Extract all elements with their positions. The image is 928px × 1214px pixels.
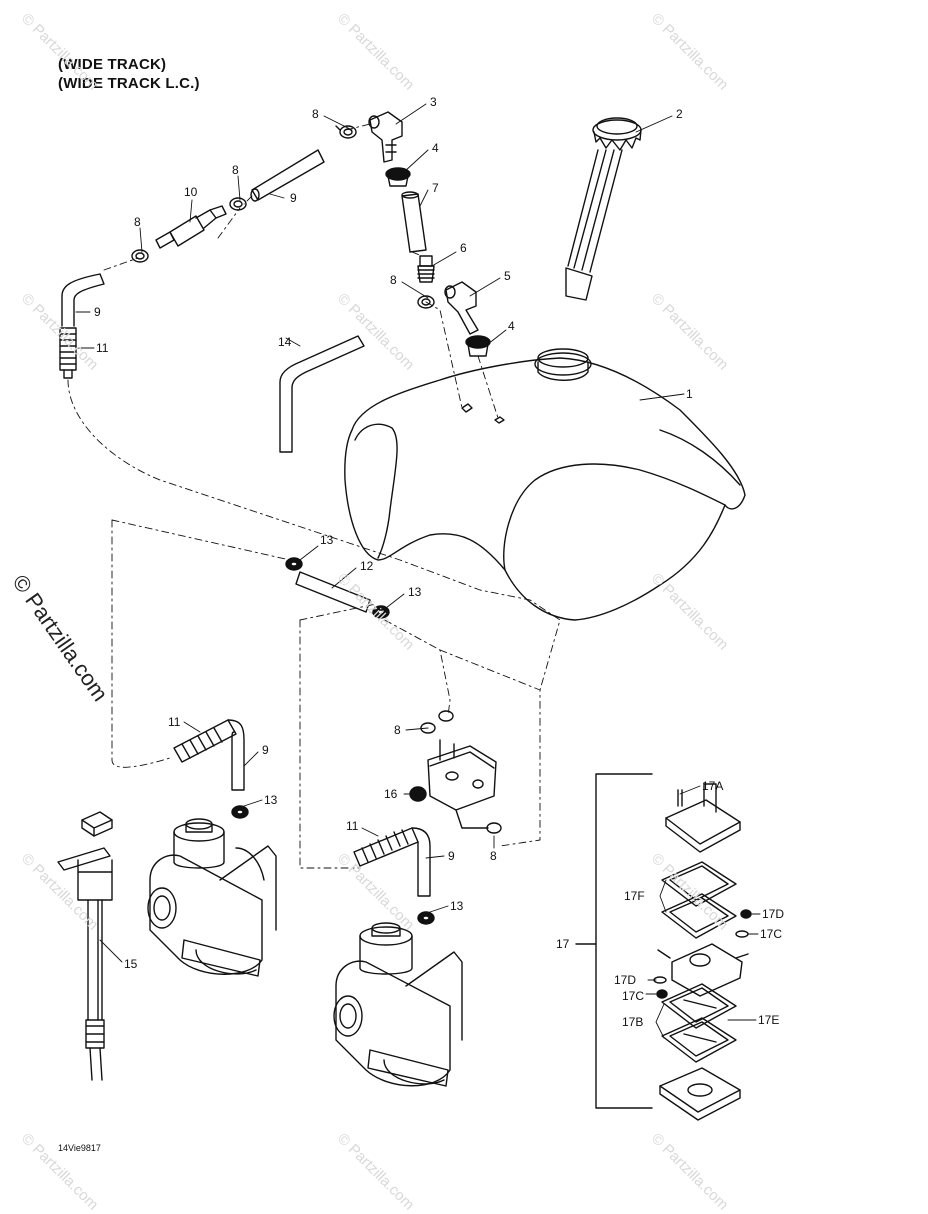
callout-11-b: 11 [168,715,181,729]
spring-hose-left-carb [173,719,245,791]
callout-2: 2 [676,107,683,121]
pump-detail-bracket [575,773,653,1109]
header-wide-track-lc: (WIDE TRACK L.C.) [58,75,200,92]
pump-base-17 [659,1067,741,1121]
carburetor-left [147,818,277,977]
elbow-fitting-upper [368,111,403,163]
pump-body-17 [657,943,749,997]
clamp-13-left [231,805,249,819]
callout-8-c: 8 [134,215,141,229]
diaphragm-17B-17E [661,983,737,1063]
clamp-pump-1 [420,722,436,734]
callout-10: 10 [184,185,198,199]
leader-lines [75,103,761,1039]
callout-17D-b: 17D [614,973,636,987]
callout-13-b: 13 [408,585,422,599]
callout-16: 16 [384,787,398,801]
flow-lines [67,123,561,869]
fuel-gauge [565,117,642,301]
clamp-upper-4 [417,295,435,309]
callout-17D-a: 17D [762,907,784,921]
carburetor-right [333,922,463,1087]
gasket-17F [661,861,737,939]
callout-4-lower: 4 [508,319,515,333]
callout-17C-a: 17C [760,927,782,941]
callout-4-upper: 4 [432,141,439,155]
clamp-13-top [285,557,303,571]
figure-code: 14Vie9817 [58,1143,101,1153]
callout-17F: 17F [624,889,645,903]
callout-14: 14 [278,335,292,349]
elbow-fitting-lower [444,281,479,335]
callout-9-c: 9 [262,743,269,757]
check-valve [417,255,435,283]
grommet-upper [385,167,411,187]
callout-8-d: 8 [390,273,397,287]
callout-8-f: 8 [490,849,497,863]
clamp-upper-3 [131,249,149,263]
fuel-line-vertical [401,191,427,253]
cable-assembly [57,811,113,1081]
callout-labels: 1 2 3 4 4 5 6 7 8 8 8 8 8 8 9 9 9 9 10 1… [94,95,784,1029]
fuel-pump [427,739,497,829]
hose-middle [295,571,371,613]
callout-13-d: 13 [450,899,464,913]
callout-17E: 17E [758,1013,779,1027]
callout-9-d: 9 [448,849,455,863]
callout-3: 3 [430,95,437,109]
spring-hose-right-carb [353,827,431,897]
callout-8-e: 8 [394,723,401,737]
clamp-pump-3 [486,822,502,834]
callout-6: 6 [460,241,467,255]
callout-11-c: 11 [346,819,359,833]
vent-hose [279,335,365,453]
spring-left [59,327,77,379]
header-wide-track: (WIDE TRACK) [58,56,167,73]
callout-1: 1 [686,387,693,401]
pump-cover-17 [665,783,741,853]
grommet-lower [465,335,491,357]
fuel-filter [155,205,227,249]
callout-17B: 17B [622,1015,643,1029]
callout-5: 5 [504,269,511,283]
callout-9-b: 9 [94,305,101,319]
fuel-tank [344,348,746,621]
callout-11-a: 11 [96,341,109,355]
callout-17A: 17A [702,779,723,793]
callout-15: 15 [124,957,138,971]
hose-left-bent [61,273,105,327]
callout-8-b: 8 [232,163,239,177]
callout-13-c: 13 [264,793,278,807]
callout-9-a: 9 [290,191,297,205]
callout-7: 7 [432,181,439,195]
callout-13-a: 13 [320,533,334,547]
callout-17: 17 [556,937,570,951]
callout-12: 12 [360,559,374,573]
callout-8-a: 8 [312,107,319,121]
clamp-upper-1 [335,125,357,139]
hose-upper-straight [250,149,325,202]
clamp-pump-2 [438,710,454,722]
clamp-13-right [417,911,435,925]
callout-17C-b: 17C [622,989,644,1003]
